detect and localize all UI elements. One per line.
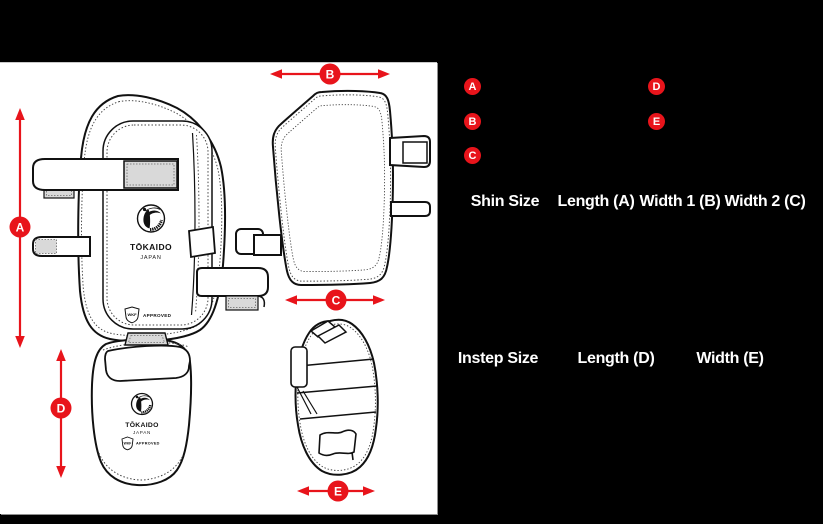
back-tab-1-inner — [402, 141, 428, 164]
brand-country-instep: JAPAN — [133, 430, 151, 435]
long-strap-velcro-stitch — [228, 298, 256, 308]
width-1-b-header: Width 1 (B) — [639, 193, 721, 210]
strap-keeper — [188, 225, 216, 259]
connector-velcro-patch — [124, 332, 169, 346]
diagram-panel: TŌKAIDO JAPAN WKF APPROVED — [0, 62, 437, 514]
connector-velcro — [124, 332, 169, 346]
marker-e-letter: E — [334, 485, 342, 499]
brand-name: TŌKAIDO — [130, 242, 172, 252]
tokaido-logo — [136, 204, 166, 233]
shin-guard-front-pad-stitch — [106, 124, 209, 326]
legend-letter-b: B — [468, 115, 477, 128]
instep-side-band-1 — [298, 358, 375, 367]
shin-instep-diagram: TŌKAIDO JAPAN WKF APPROVED — [9, 63, 431, 502]
instep-side-top-tabs — [290, 320, 348, 415]
legend-dot-d: D — [648, 78, 665, 95]
arrow-c: C — [285, 289, 385, 311]
legend-dot-b: B — [464, 113, 481, 130]
shin-size-header: Shin Size — [470, 193, 540, 210]
brand-name-instep: TŌKAIDO — [125, 421, 158, 429]
long-strap-velcro — [225, 295, 259, 311]
back-tab-2 — [390, 201, 431, 217]
arrow-d: D — [50, 349, 72, 478]
marker-c-letter: C — [332, 294, 341, 308]
legend-letter-e: E — [652, 115, 661, 128]
legend-letter-d: D — [652, 80, 661, 93]
wkf-text-instep: WKF — [124, 442, 132, 446]
marker-b-letter: B — [326, 68, 335, 82]
width-e-header: Width (E) — [696, 350, 764, 367]
shin-guard-back-drawing — [235, 89, 431, 287]
shin-guard-front-seam — [190, 132, 196, 316]
instep-bottom-stitch — [98, 452, 183, 481]
wkf-approved-badge: WKF APPROVED — [124, 306, 172, 324]
shin-guard-front-drawing: TŌKAIDO JAPAN WKF APPROVED — [32, 94, 227, 343]
shin-guard-front-seam-stitch — [195, 134, 200, 314]
instep-size-header: Instep Size — [457, 350, 539, 367]
legend-dot-c: C — [464, 147, 481, 164]
instep-side-strap-end — [318, 429, 357, 461]
marker-d-letter: D — [57, 402, 66, 416]
instep-side-band-3 — [299, 411, 377, 420]
arrow-a: A — [9, 108, 31, 348]
legend-dot-a: A — [464, 78, 481, 95]
brand-country: JAPAN — [140, 255, 161, 261]
wkf-approved-badge-instep: WKF APPROVED — [121, 436, 160, 451]
upper-strap-velcro-stitch — [126, 163, 175, 186]
long-strap-body — [196, 267, 269, 297]
measurement-arrows: A B C D — [9, 63, 390, 502]
shin-guard-back-outline — [271, 89, 395, 287]
marker-a-letter: A — [16, 221, 25, 235]
tokaido-logo-instep — [130, 392, 154, 416]
instep-side-band-2 — [296, 385, 378, 394]
width-2-c-header: Width 2 (C) — [724, 193, 806, 210]
long-strap-fold — [257, 295, 266, 308]
instep-ankle-flap — [104, 344, 191, 382]
arrow-e: E — [297, 480, 375, 502]
instep-side-drawing — [290, 318, 379, 476]
long-strap — [196, 267, 269, 311]
legend-letter-a: A — [468, 80, 477, 93]
legend-letter-c: C — [468, 149, 477, 162]
instep-front-drawing: TŌKAIDO JAPAN WKF APPROVED — [90, 338, 193, 487]
instep-top-stitch — [102, 341, 190, 351]
approved-text-instep: APPROVED — [136, 442, 160, 446]
length-a-header: Length (A) — [557, 193, 635, 210]
legend-dot-e: E — [648, 113, 665, 130]
shin-guard-back-stitch — [274, 94, 392, 282]
lower-strap-velcro — [35, 239, 57, 254]
length-d-header: Length (D) — [577, 350, 655, 367]
arrow-b: B — [270, 63, 390, 85]
wkf-text: WKF — [127, 312, 137, 317]
buckle-inner — [253, 234, 282, 256]
upper-strap-velcro — [123, 160, 178, 189]
approved-text: APPROVED — [143, 313, 172, 318]
